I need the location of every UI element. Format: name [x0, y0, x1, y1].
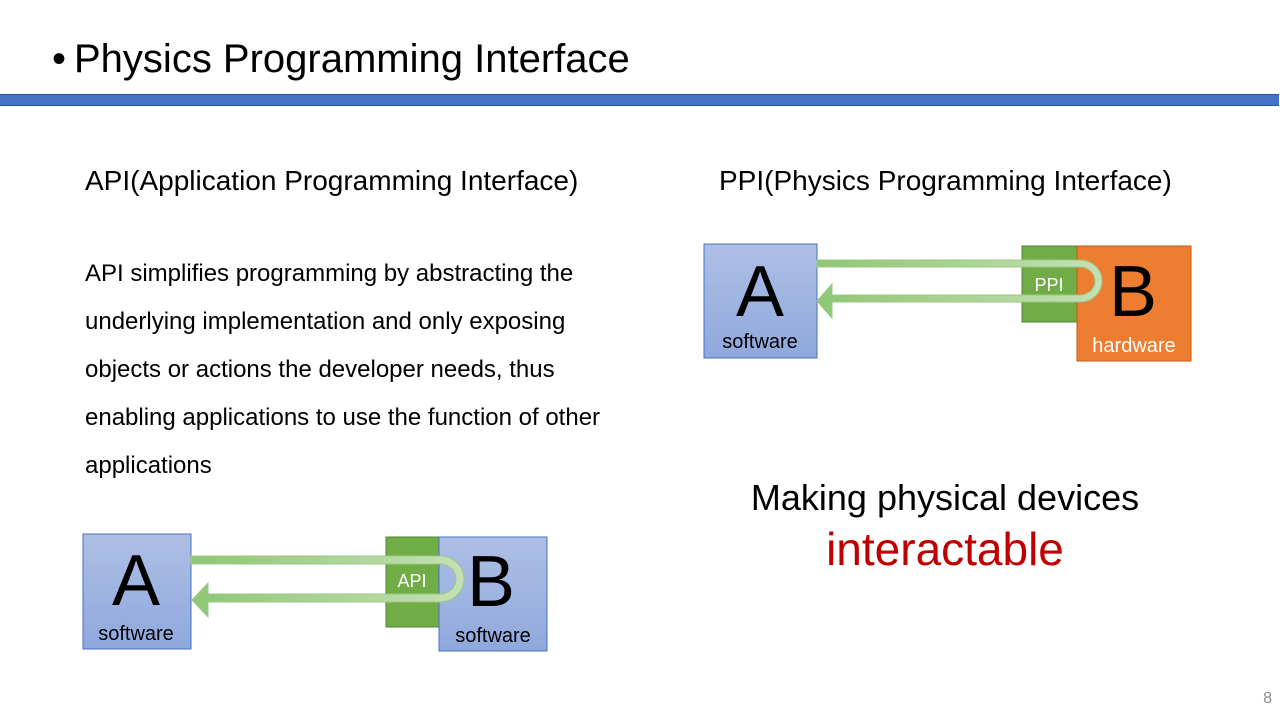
api-box-b-label: software — [455, 625, 531, 647]
ppi-arrow — [816, 259, 1103, 320]
api-box-a — [82, 533, 192, 650]
ppi-heading: PPI(Physics Programming Interface) — [719, 165, 1172, 196]
api-diagram: A software B software API — [82, 533, 548, 652]
api-arrow — [190, 555, 465, 619]
ppi-box-b-label: hardware — [1092, 335, 1175, 357]
ppi-box-a-label: software — [722, 331, 798, 353]
api-box-b-letter: B — [467, 542, 515, 622]
ppi-box-b-letter: B — [1109, 252, 1157, 332]
tagline-line1: Making physical devices — [750, 477, 1140, 518]
api-interface-block — [385, 536, 441, 628]
slide-number: 8 — [1263, 690, 1272, 707]
ppi-box-b — [1076, 245, 1192, 362]
slide-title: •Physics Programming Interface — [52, 34, 630, 84]
api-box-a-label: software — [98, 623, 174, 645]
ppi-box-a-letter: A — [736, 252, 784, 332]
title-text: Physics Programming Interface — [74, 37, 630, 81]
api-interface-label: API — [397, 571, 426, 591]
ppi-diagram: A software B hardware PPI — [703, 243, 1192, 362]
api-heading: API(Application Programming Interface) — [85, 165, 579, 196]
title-bullet: • — [52, 37, 67, 81]
tagline-line2: interactable — [826, 523, 1064, 575]
ppi-interface-label: PPI — [1034, 275, 1063, 295]
api-description: API simplifies programming by abstractin… — [85, 260, 601, 479]
api-box-a-letter: A — [112, 541, 160, 621]
title-underline-bar — [0, 94, 1279, 106]
ppi-interface-block — [1021, 245, 1079, 323]
ppi-box-a — [703, 243, 818, 359]
